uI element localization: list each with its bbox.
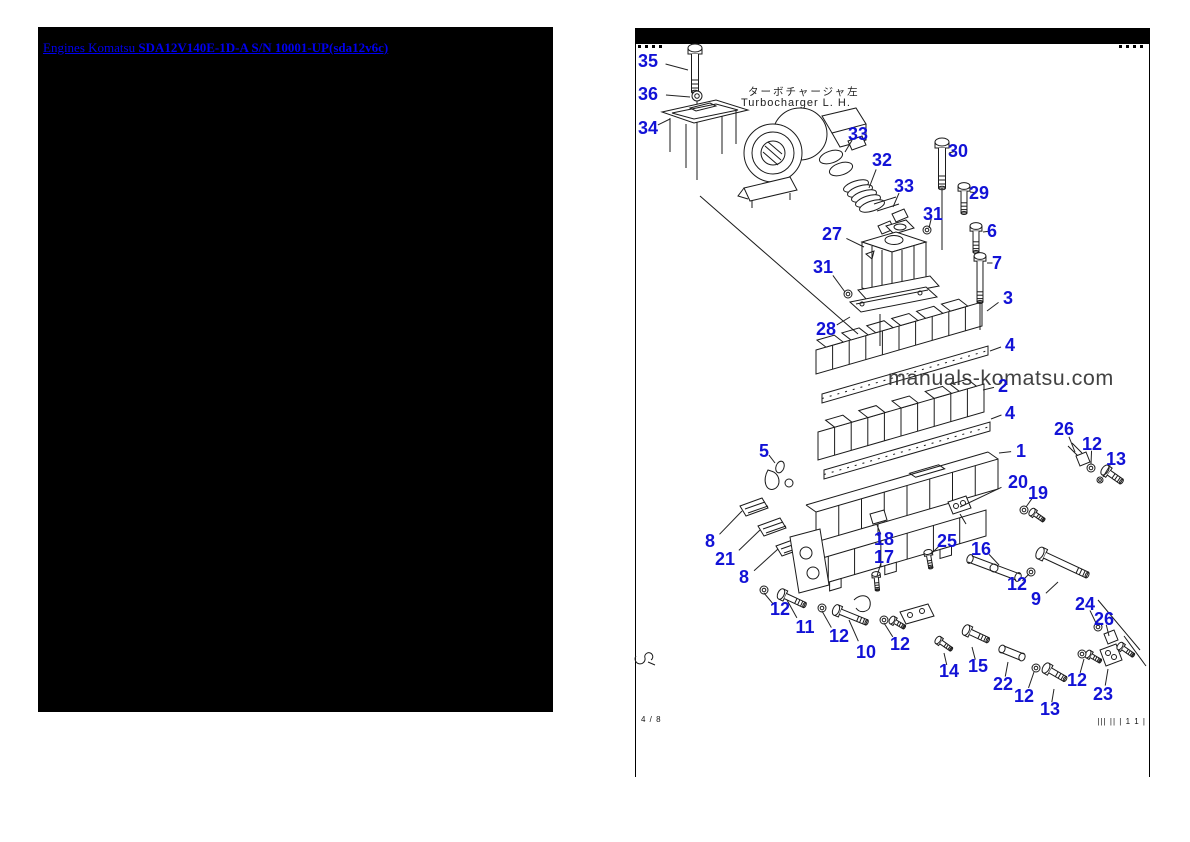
registration-ticks-right (1119, 45, 1145, 48)
manifold-drawing (801, 298, 999, 592)
diagram-panel-top-bar (636, 28, 1149, 44)
catalog-breadcrumb-link[interactable]: Engines Komatsu SDA12V140E-1D-A S/N 1000… (43, 40, 388, 56)
page-number: 4 / 8 (641, 715, 662, 724)
diagram-panel (635, 28, 1150, 777)
diagram-title-english: Turbocharger L. H. (741, 97, 851, 109)
registration-ticks-left (638, 45, 662, 48)
footer-code-marks: ||| || | 1 1 | (1097, 717, 1146, 726)
viewer-black-panel: Engines Komatsu SDA12V140E-1D-A S/N 1000… (38, 27, 553, 712)
catalog-link-model: SDA12V140E-1D-A S/N 10001-UP(sda12v6c) (138, 40, 389, 55)
turbocharger-drawing (737, 107, 867, 208)
diagram-title-japanese: ターボチャージャ左 (748, 86, 860, 98)
watermark-text: manuals-komatsu.com (888, 366, 1114, 390)
catalog-link-prefix: Engines Komatsu (43, 40, 139, 55)
